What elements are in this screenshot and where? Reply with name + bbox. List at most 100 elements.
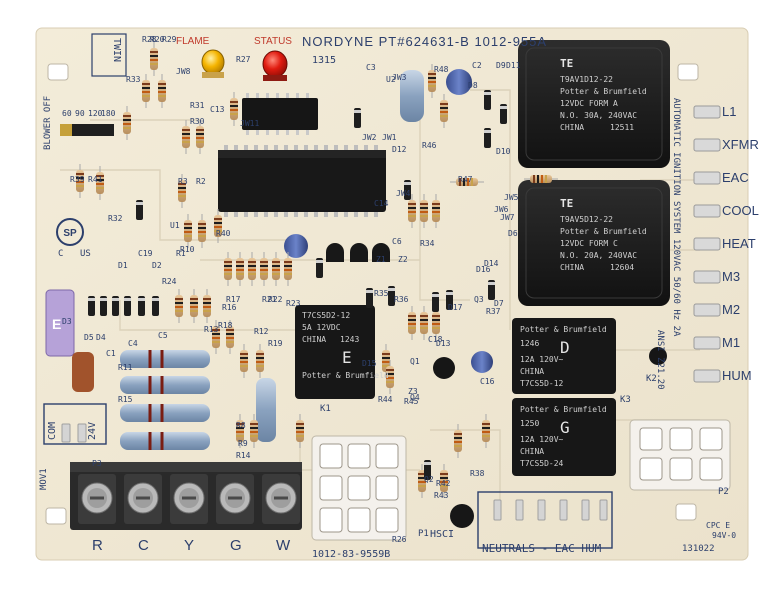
ref-designator: C4 [128,339,138,348]
blower-delay-90: 90 [75,109,85,118]
ref-designator: R23 [286,299,301,308]
ref-designator: D17 [448,303,463,312]
terminal-label-eac: EAC [722,170,749,185]
relay-k2-origin: CHINA [560,263,585,272]
diode [124,296,131,316]
diode [88,296,95,316]
screw-terminal-c [124,474,162,524]
ref-designator: R26 [392,535,407,544]
spade-eac [693,171,721,185]
resistor [96,166,104,200]
diode [100,296,107,316]
small-resistors [76,42,558,498]
ref-designator: R33 [126,75,141,84]
screw-terminal-w [262,474,300,524]
resistor [230,92,238,126]
tstat-label-r: R [92,537,103,554]
resistor [214,209,222,243]
blower-off-label: BLOWER OFF [43,95,53,150]
resistor [142,74,150,108]
ref-designator: R8 [236,421,246,430]
tstat-label-y: Y [184,537,195,554]
ref-designator: R40 [216,229,231,238]
resistor [236,414,244,448]
relay-e-maker: Potter & Brumfield [302,371,389,380]
relay-g-letter: G [560,418,570,437]
ref-designator: R12 [254,327,269,336]
resistor [524,175,558,183]
twin-label: TWIN [111,38,122,63]
diode [138,296,145,316]
relay-e-rating: 5A 12VDC [302,323,341,332]
led-status [262,50,288,81]
neutrals-label: NEUTRALS - EAC HUM [482,542,602,555]
ref-designator: R11 [118,363,133,372]
relay-k2-model: T9AV5D12-22 [560,215,613,224]
ref-designator: C19 [138,249,153,258]
ref-designator: R32 [108,214,123,223]
ref-designator: R41 [88,175,103,184]
relay-e-lot: 1243 [340,335,360,344]
terminal-label-xfmr: XFMR [722,137,759,152]
relay-e-letter: E [342,348,352,367]
resistor [182,120,190,154]
terminal-label-m2: M2 [722,302,741,317]
ref-designator: D11 [506,61,521,70]
diode [112,296,119,316]
relay-e-origin: CHINA [302,335,327,344]
ref-designator: R45 [404,397,419,406]
thermostat-terminal-block [70,462,302,530]
resistor [272,252,280,286]
ref-designator: R28 [142,35,157,44]
diode [500,104,507,124]
com-label: COM [47,421,58,440]
ref-designator: Q2 [424,475,434,484]
k2-label: K2 [646,374,657,384]
resistor [198,214,206,248]
relay-d [512,318,616,394]
screw-terminal-g [216,474,254,524]
connector-p2 [629,419,731,491]
diode [388,286,395,306]
ref-designator: C14 [374,199,389,208]
relay-k2-brand: TE [560,197,574,210]
diode [424,460,431,480]
ref-designator: C1 [106,349,116,358]
ref-designator: D14 [484,259,499,268]
ref-designator: Q3 [474,295,484,304]
ref-designator: U1 [170,221,180,230]
ref-designator: R15 [118,395,133,404]
diode [316,258,323,278]
transistors [326,243,390,262]
ref-designator: D3 [62,317,72,326]
ref-designator: R36 [394,295,409,304]
p1-label: P1 [418,529,429,539]
spade-m2 [693,303,721,317]
terminal-label-hum: HUM [722,368,752,383]
relay-k1-big [518,40,670,168]
relay-k2-coil: 12VDC FORM C [560,239,618,248]
ic-u2 [242,93,318,135]
ref-designator: C6 [392,237,402,246]
ref-designator: JW2 [362,133,377,142]
resistor [184,214,192,248]
mov1-label: MOV1 [39,468,49,490]
hsci-label: HSCI [430,529,455,540]
ref-designator: R13 [204,325,219,334]
csa-c: C [58,249,64,259]
ref-designator: R3 [178,177,188,186]
ref-designator: R38 [470,469,485,478]
ref-designator: R35 [374,289,389,298]
ref-designator: R37 [486,307,501,316]
rating-label: 94V-0 [712,531,737,540]
resistor [420,306,428,340]
relay-k2-rating: N.O. 20A, 240VAC [560,251,638,260]
board-date-code: 1315 [312,55,337,66]
ref-designator: R10 [180,245,195,254]
relay-d-model: T7CS5D-12 [520,379,564,388]
ref-designator: D9 [496,61,506,70]
spade-cool [693,204,721,218]
ref-designator: C3 [366,63,376,72]
board-part-number: 1012-83-9559B [312,549,391,560]
